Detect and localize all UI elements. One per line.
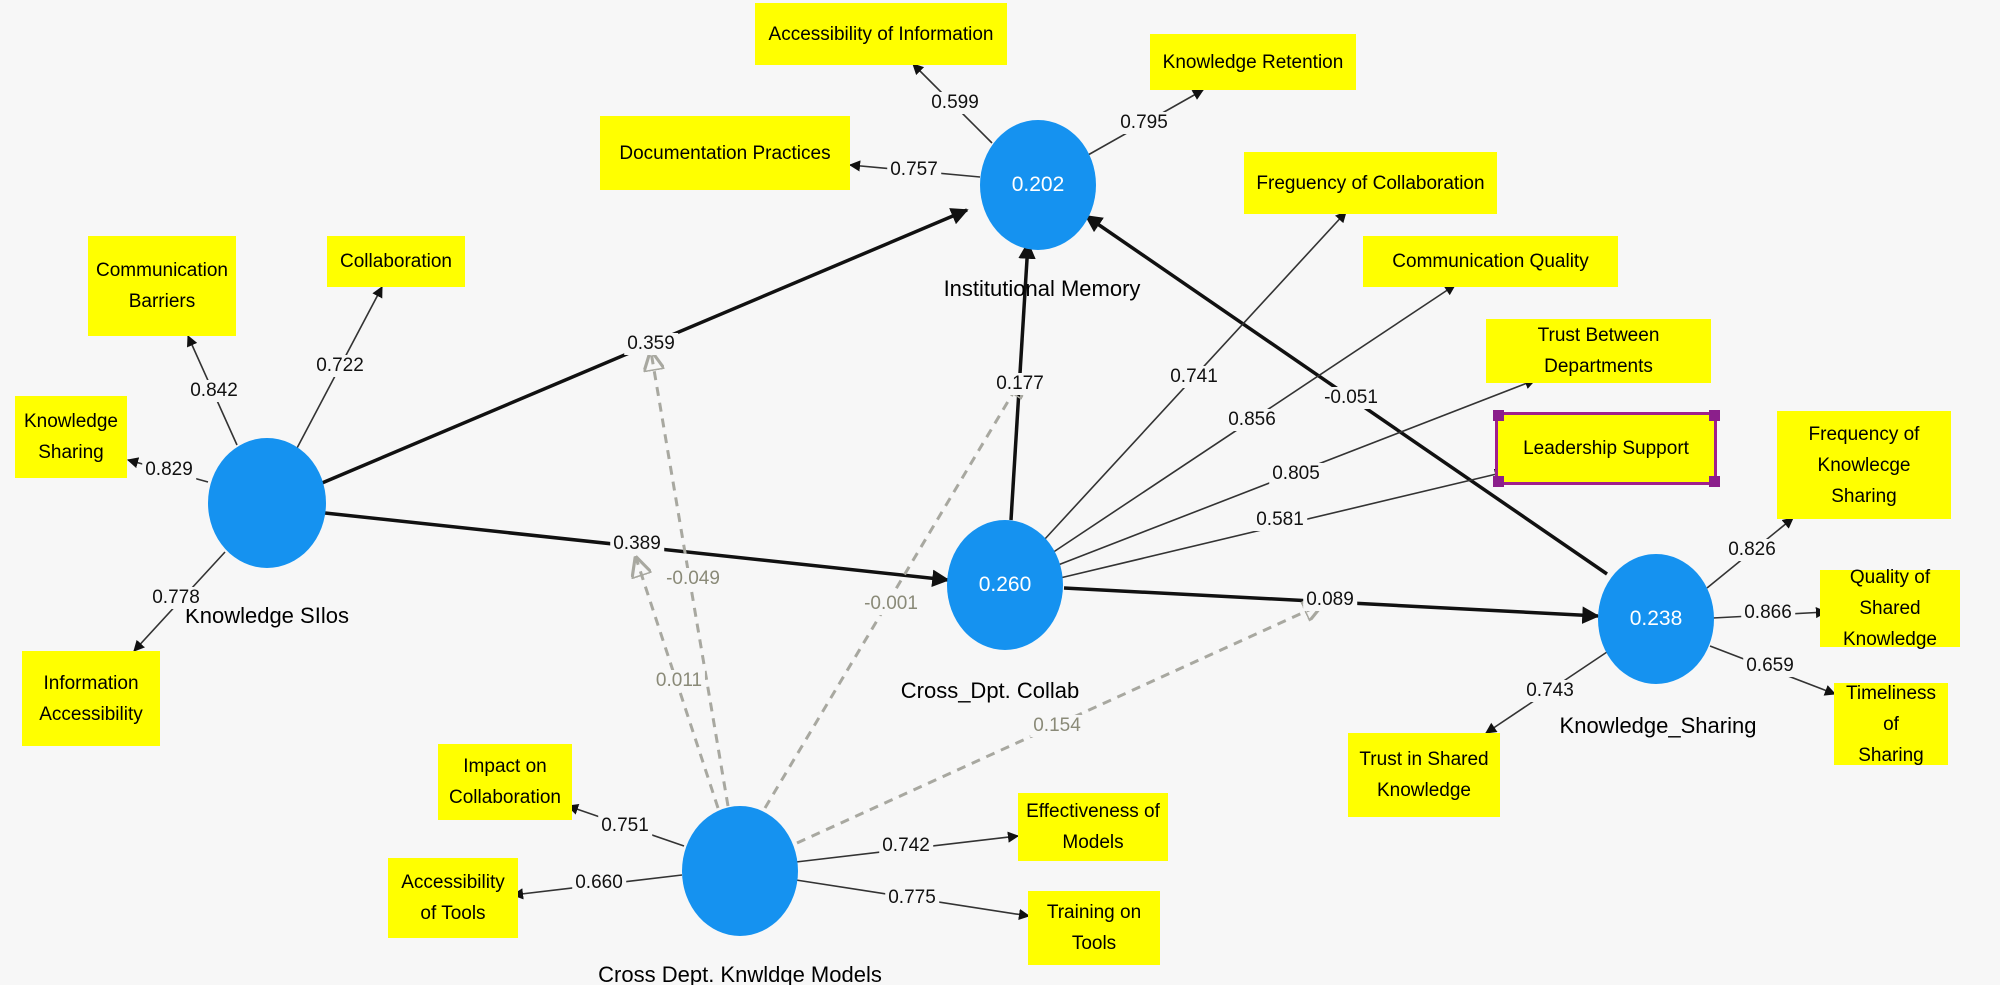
loading-label: 0.743 [1523,680,1577,702]
loading-label: 0.866 [1741,602,1795,624]
latent-knowledge-silos[interactable] [208,438,326,568]
indicator-leadership-support[interactable]: Leadership Support [1495,412,1717,485]
latent-value: 0.238 [1629,607,1683,630]
indicator-communication-barriers[interactable]: Communication Barriers [88,236,236,336]
loading-label: 0.856 [1225,409,1279,431]
loading-label: 0.826 [1725,539,1779,561]
loading-label: 0.842 [187,380,241,402]
loading-label: 0.795 [1117,112,1171,134]
indicator-quality-of-shared-knowledge[interactable]: Quality of Shared Knowledge [1820,567,1960,650]
path-coefficient: 0.089 [1303,589,1357,611]
selection-handle-bottom-left[interactable] [1493,476,1504,487]
latent-cross-dept-models[interactable] [682,806,798,936]
loading-label: 0.741 [1167,366,1221,388]
selection-handle-top-right[interactable] [1709,410,1720,421]
latent-name-knowledge-silos: Knowledge SIlos [185,603,349,628]
indicator-documentation-practices[interactable]: Documentation Practices [600,116,850,190]
indicator-knowledge-retention[interactable]: Knowledge Retention [1150,34,1356,90]
latent-name-institutional-memory: Institutional Memory [943,276,1141,301]
indicator-trust-in-shared-knowledge[interactable]: Trust in Shared Knowledge [1348,733,1500,817]
moderation-arrow-collab-memory [763,378,1022,809]
latent-value: 0.202 [1011,173,1065,196]
indicator-collaboration[interactable]: Collaboration [327,236,465,287]
loading-label: 0.599 [928,92,982,114]
latent-institutional-memory[interactable]: 0.202 [980,120,1096,250]
indicator-impact-on-collaboration[interactable]: Impact on Collaboration [438,744,572,820]
indicator-timeliness-of-sharing[interactable]: Timeliness of Sharing [1834,683,1948,766]
indicator-communication-quality[interactable]: Communication Quality [1363,236,1618,287]
indicator-information-accessibility[interactable]: Information Accessibility [22,651,160,746]
latent-name-cross-dept-models: Cross Dept. Knwldqe Models [598,962,882,987]
selection-handle-bottom-right[interactable] [1709,476,1720,487]
loading-label: 0.751 [598,815,652,837]
loading-label: 0.829 [142,459,196,481]
loading-label: 0.775 [885,887,939,909]
loading-label: 0.757 [887,159,941,181]
latent-name-knowledge-sharing: Knowledge_Sharing [1559,713,1757,738]
canvas-bottom-strip [0,985,2000,1005]
selection-handle-top-left[interactable] [1493,410,1504,421]
path-coefficient: -0.051 [1321,387,1381,409]
loading-label: 0.805 [1269,463,1323,485]
loading-label: 0.742 [879,835,933,857]
path-coefficient: 0.359 [624,333,678,355]
latent-knowledge-sharing[interactable]: 0.238 [1598,554,1714,684]
loading-label: 0.659 [1743,655,1797,677]
indicator-frequency-of-knowledge-sharing[interactable]: Frequency of Knowlecge Sharing [1777,411,1951,519]
indicator-frequency-of-collaboration[interactable]: Freguency of Collaboration [1244,152,1497,214]
indicator-accessibility-of-information[interactable]: Accessibility of Information [755,3,1007,65]
latent-name-cross-dpt-collab: Cross_Dpt. Collab [900,678,1080,703]
indicator-accessibility-of-tools[interactable]: Accessibility of Tools [388,858,518,938]
loading-label: 0.778 [149,587,203,609]
indicator-trust-between-departments[interactable]: Trust Between Departments [1486,319,1711,383]
moderation-coefficient: -0.049 [663,568,723,590]
loading-label: 0.722 [313,355,367,377]
moderation-coefficient: -0.001 [861,593,921,615]
latent-value: 0.260 [978,573,1032,596]
indicator-knowledge-sharing[interactable]: Knowledge Sharing [15,396,127,478]
path-coefficient: 0.177 [993,373,1047,395]
moderation-coefficient: 0.154 [1030,715,1084,737]
latent-cross-dpt-collab[interactable]: 0.260 [947,520,1063,650]
loading-label: 0.660 [572,872,626,894]
loading-label: 0.581 [1253,509,1307,531]
indicator-effectiveness-of-models[interactable]: Effectiveness of Models [1018,793,1168,861]
path-coefficient: 0.389 [610,533,664,555]
indicator-training-on-tools[interactable]: Training on Tools [1028,891,1160,965]
moderation-coefficient: 0.011 [652,670,706,692]
